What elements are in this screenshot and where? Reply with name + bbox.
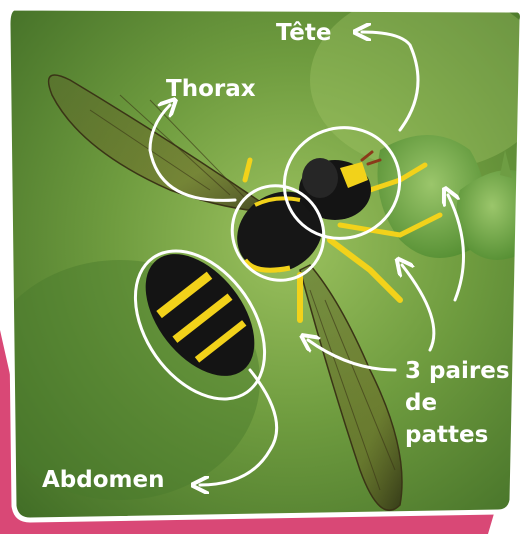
label-abdomen: Abdomen bbox=[42, 467, 164, 493]
label-legs-line3: pattes bbox=[405, 422, 488, 448]
label-legs-line2: de bbox=[405, 390, 437, 416]
label-thorax: Thorax bbox=[166, 76, 256, 102]
label-head: Tête bbox=[276, 20, 332, 46]
label-legs-line1: 3 paires bbox=[405, 358, 510, 384]
